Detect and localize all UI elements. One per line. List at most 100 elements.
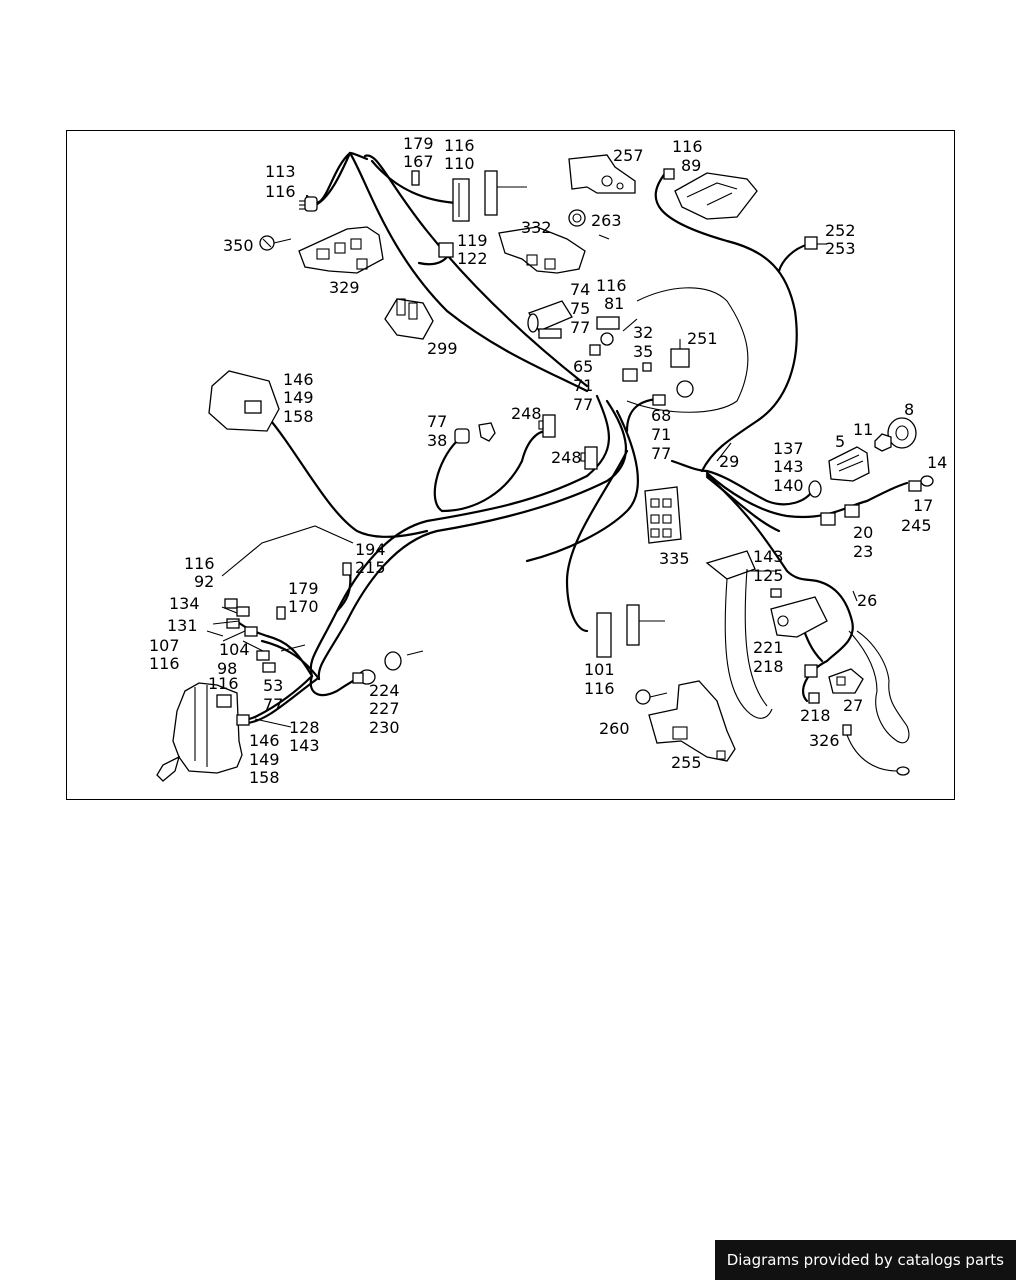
callout-131: 131 [167, 616, 198, 635]
callout-65: 65 [573, 357, 593, 376]
callout-251: 251 [687, 329, 718, 348]
callout-143: 143 [289, 736, 320, 755]
callout-101: 101 [584, 660, 615, 679]
callout-116: 116 [444, 136, 475, 155]
callout-218: 218 [800, 706, 831, 725]
part-5-switch [828, 446, 870, 482]
part-32-35 [600, 318, 652, 372]
callout-116: 116 [596, 276, 627, 295]
callout-146: 146 [283, 370, 314, 389]
callout-179: 179 [288, 579, 319, 598]
part-326-lead [842, 724, 910, 776]
part-248-clip-lower [580, 446, 598, 470]
callout-8: 8 [904, 400, 914, 419]
callout-149: 149 [249, 750, 280, 769]
callout-128: 128 [289, 718, 320, 737]
part-215-connector [342, 562, 352, 576]
part-65-connector [589, 344, 638, 382]
callout-38: 38 [427, 431, 447, 450]
part-74-cylinder [527, 300, 573, 339]
callout-11: 11 [853, 420, 873, 439]
parts [156, 154, 934, 782]
callout-299: 299 [427, 339, 458, 358]
part-pedal-outline [848, 630, 910, 744]
part-248-clip-upper [538, 414, 556, 438]
callout-75: 75 [570, 299, 590, 318]
wiring-harness-diagram: 113 116 179 167 116 110 257 116 89 350 3… [149, 134, 947, 787]
part-146-pump-assembly [156, 682, 250, 782]
part-116-110-block [452, 170, 527, 222]
callout-260: 260 [599, 719, 630, 738]
part-194-bracket-line [221, 525, 354, 577]
callout-224: 224 [369, 681, 400, 700]
part-146-bracket-upper [208, 370, 280, 432]
part-329-switch-block [298, 226, 384, 274]
callout-20: 20 [853, 523, 873, 542]
part-116-81-connector [596, 316, 620, 330]
callout-143: 143 [753, 547, 784, 566]
callout-326: 326 [809, 731, 840, 750]
callout-77: 77 [570, 318, 590, 337]
callout-167: 167 [403, 152, 434, 171]
part-26-pedal-assembly [705, 550, 828, 719]
part-77-38-socket [454, 422, 496, 444]
part-11-nut [874, 433, 892, 452]
callout-27: 27 [843, 696, 863, 715]
part-116-89-housing [663, 168, 758, 220]
callout-labels: 113 116 179 167 116 110 257 116 89 350 3… [149, 134, 947, 787]
part-101-block [596, 604, 665, 658]
part-335-relay-strip [644, 486, 682, 544]
part-connector-cluster-lower-left [206, 598, 286, 673]
callout-104: 104 [219, 640, 250, 659]
callout-74: 74 [570, 280, 590, 299]
part-332-lever [498, 226, 586, 274]
callout-26: 26 [857, 591, 877, 610]
callout-335: 335 [659, 549, 690, 568]
part-27-switch [828, 668, 864, 694]
callout-77: 77 [427, 412, 447, 431]
part-257-bracket [568, 154, 636, 194]
callout-149: 149 [283, 388, 314, 407]
callout-119: 119 [457, 231, 488, 250]
callout-116: 116 [149, 654, 180, 673]
callout-253: 253 [825, 239, 856, 258]
callout-329: 329 [329, 278, 360, 297]
callout-110: 110 [444, 154, 475, 173]
callout-35: 35 [633, 342, 653, 361]
callout-68: 68 [651, 406, 671, 425]
callout-92: 92 [194, 572, 214, 591]
callout-248: 248 [551, 448, 582, 467]
part-221-connector [804, 664, 818, 678]
part-113-socket [299, 196, 318, 212]
callout-218: 218 [753, 657, 784, 676]
part-14-bulb [908, 475, 934, 492]
callout-107: 107 [149, 636, 180, 655]
callout-137: 137 [773, 439, 804, 458]
callout-71: 71 [573, 376, 593, 395]
part-251-housing [626, 287, 749, 413]
part-119-connector [438, 242, 454, 258]
callout-252: 252 [825, 221, 856, 240]
callout-116: 116 [208, 674, 239, 693]
part-260-screw [635, 689, 668, 705]
part-263-nut [568, 209, 586, 227]
part-218-connector-lower [808, 692, 820, 704]
parts-diagram-frame: 113 116 179 167 116 110 257 116 89 350 3… [66, 130, 955, 800]
part-255-bracket [648, 680, 736, 762]
callout-77: 77 [573, 395, 593, 414]
callout-230: 230 [369, 718, 400, 737]
part-224-bulbs [352, 650, 424, 685]
part-179-connector [411, 170, 420, 186]
part-140-socket [808, 480, 822, 498]
callout-248: 248 [511, 404, 542, 423]
callout-215: 215 [355, 558, 386, 577]
callout-98: 98 [217, 659, 237, 678]
callout-263: 263 [591, 211, 622, 230]
callout-179: 179 [403, 134, 434, 153]
part-350-screw [259, 235, 292, 251]
callout-350: 350 [223, 236, 254, 255]
callout-5: 5 [835, 432, 845, 451]
callout-116: 116 [184, 554, 215, 573]
part-252-connector [804, 236, 818, 250]
callout-77: 77 [263, 695, 283, 714]
